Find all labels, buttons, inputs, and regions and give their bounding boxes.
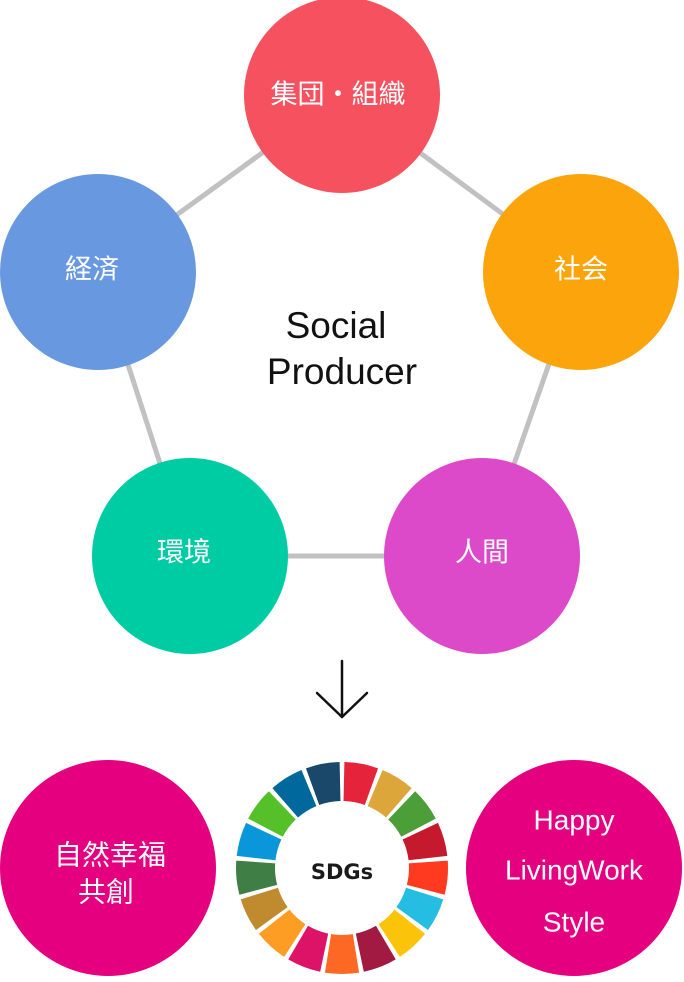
sdg-wheel-segment [402,822,448,861]
node-circle [0,174,196,370]
node-label: 経済 [65,255,119,286]
sdg-wheel-segment [388,791,436,837]
happy-label-line3: Style [543,907,605,938]
sdg-wheel-segment [378,909,426,957]
node-human: 人間 [384,458,580,654]
sdg-wheel-segment [272,770,317,818]
sdg-wheel-segment [367,770,412,818]
node-label: 集団・組織 [271,80,406,111]
sdg-wheel-segment [343,762,379,805]
node-label: 環境 [157,538,211,569]
happy-label-line2: LivingWork [505,855,644,886]
node-label: 人間 [455,538,509,569]
sdg-wheel-segment [248,791,296,837]
sdg-wheel-segment [305,762,341,805]
bottom-left-circle: 自然幸福 共創 [0,760,216,976]
node-circle [244,0,440,193]
center-title-line1: Social [286,305,387,346]
bottom-right-circle: Happy LivingWork Style [466,760,682,976]
node-circle [483,174,679,370]
happy-living-work-style-circle [466,760,682,976]
sdg-wheel-segment [288,925,329,972]
sdg-wheel-segment [240,887,288,930]
sdg-wheel-segment [396,887,444,930]
node-circle [384,458,580,654]
center-title-line2: Producer [267,351,417,392]
happy-label-line1: Happy [534,805,615,836]
sdgs-wheel [235,762,448,975]
node-economy: 経済 [0,174,196,370]
co-creation-label-line1: 自然幸福 [54,839,166,872]
sdg-wheel-segment [258,909,306,957]
sdg-wheel-segment [355,925,396,972]
sdg-wheel-segment [236,822,282,861]
down-arrow-icon [315,659,369,719]
node-circle [92,458,288,654]
node-group: 集団・組織 [244,0,440,193]
co-creation-circle [0,760,216,976]
sdgs-label: SDGs [311,860,373,884]
sdg-wheel-segment [235,860,278,895]
co-creation-label-line2: 共創 [78,876,134,909]
node-label: 社会 [554,255,608,286]
sdg-wheel-segment [324,934,360,975]
node-society: 社会 [483,174,679,370]
node-environment: 環境 [92,458,288,654]
sdg-wheel-segment [406,860,448,895]
